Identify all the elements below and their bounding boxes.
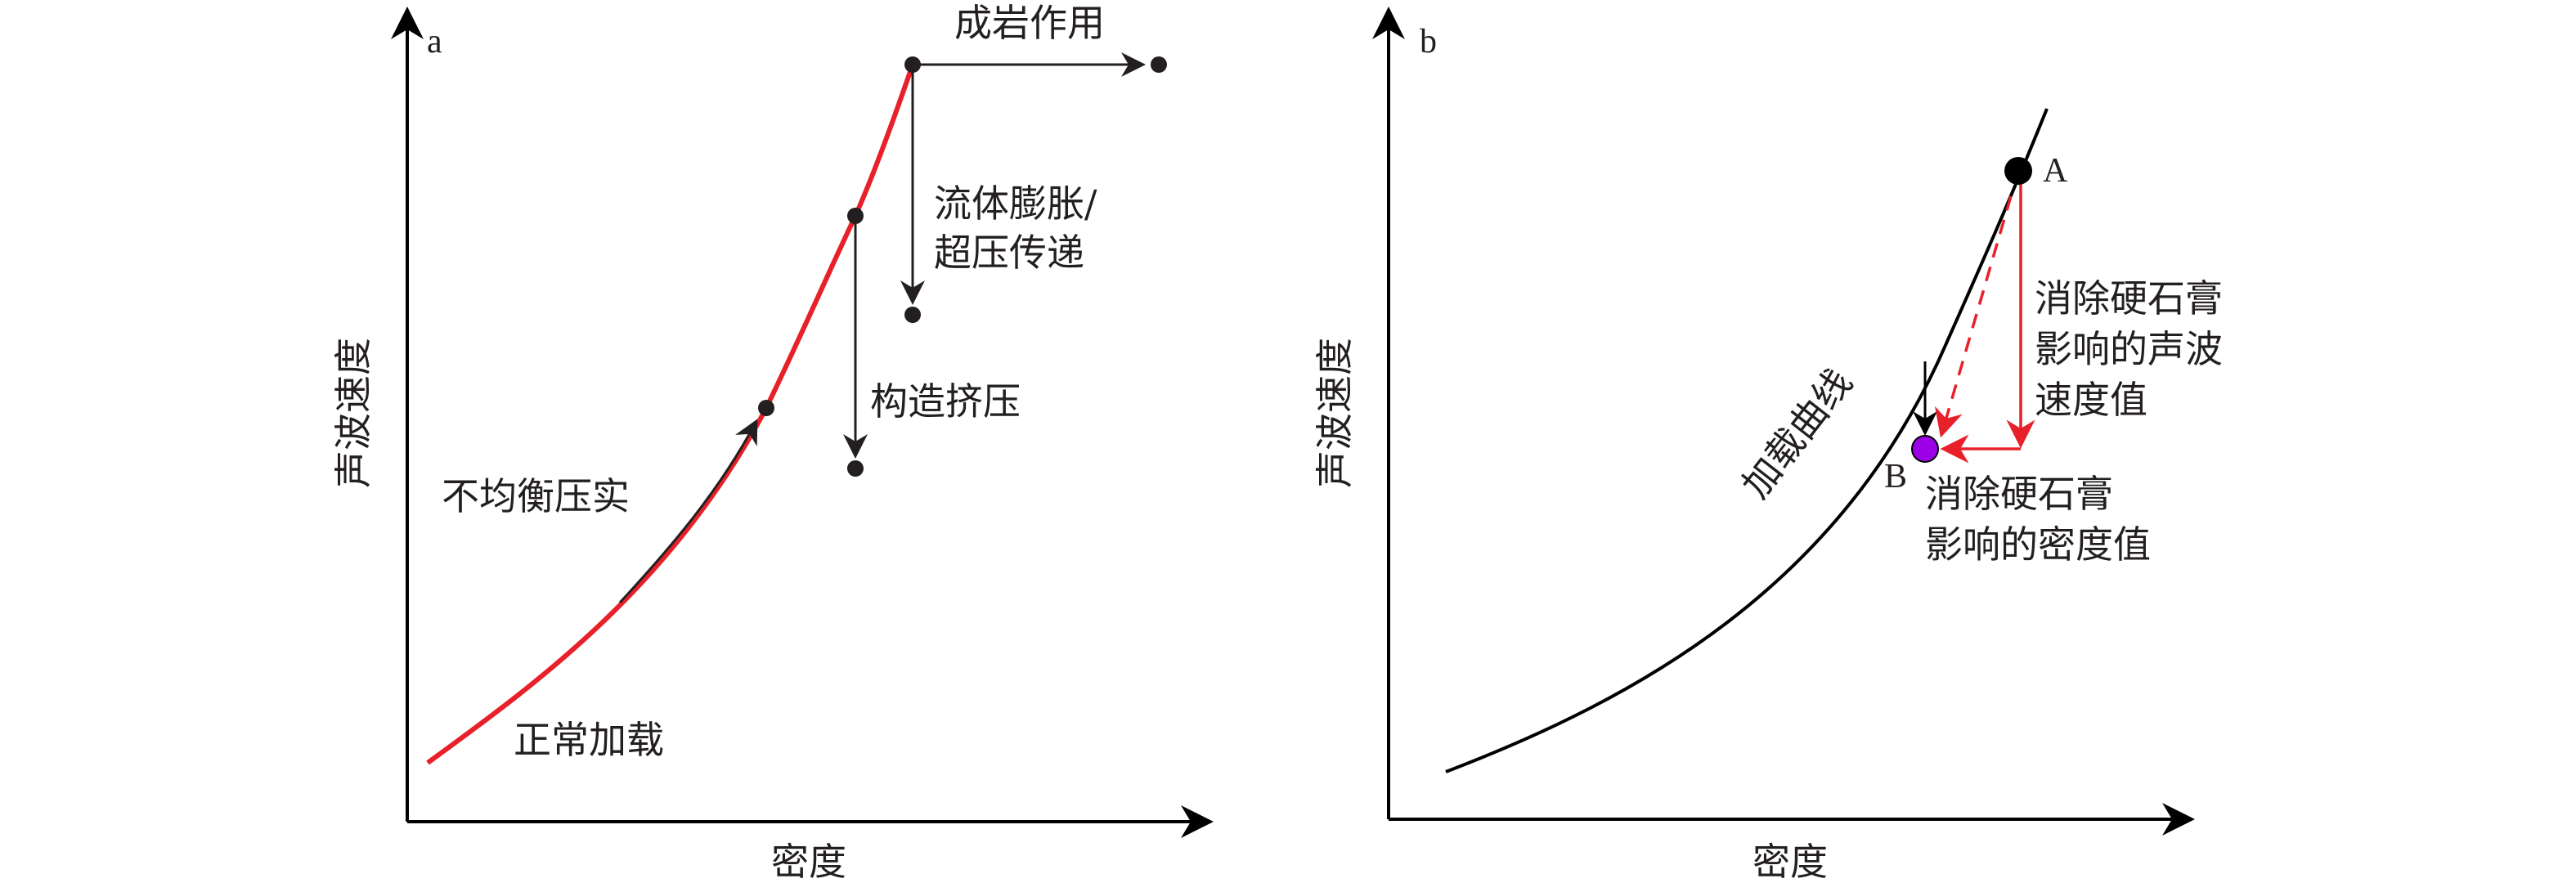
- panel-label: b: [1420, 23, 1437, 61]
- panel-b: b 密度 声波速度 加载曲线 A B 消除硬石膏 影响的声波 速度值 消除硬石膏…: [1313, 7, 2223, 883]
- panel-a: a 密度 声波速度 成岩作用 流体膨胀/ 超压传递 构造挤压 不均衡压实 正常加…: [331, 1, 1214, 883]
- y-axis-label: 声波速度: [331, 338, 375, 488]
- state-point: [904, 307, 921, 323]
- velocity-note-1: 消除硬石膏: [2035, 276, 2223, 320]
- label-normal-loading: 正常加载: [514, 718, 664, 762]
- label-fluid-expansion-2: 超压传递: [934, 231, 1084, 275]
- compaction-arrow: [618, 419, 758, 604]
- density-note-1: 消除硬石膏: [1925, 472, 2113, 516]
- loading-curve: [1445, 108, 2049, 773]
- loading-curve-label: 加载曲线: [1733, 361, 1860, 506]
- label-fluid-expansion-1: 流体膨胀/: [934, 182, 1097, 226]
- point-a-label: A: [2043, 152, 2068, 190]
- point-b-label: B: [1884, 458, 1907, 495]
- label-disequilibrium: 不均衡压实: [442, 474, 630, 518]
- loading-curve: [426, 64, 915, 765]
- panel-label: a: [427, 23, 442, 61]
- state-point: [758, 400, 774, 416]
- x-axis-label: 密度: [771, 840, 846, 883]
- point-b-marker: [1911, 435, 1939, 463]
- density-note-2: 影响的密度值: [1925, 522, 2151, 567]
- state-point: [847, 460, 864, 477]
- label-diagenesis: 成岩作用: [954, 1, 1105, 45]
- combined-correction-arrow: [1935, 195, 2013, 438]
- state-point: [1151, 56, 1167, 73]
- velocity-note-3: 速度值: [2035, 378, 2147, 422]
- state-point: [904, 56, 921, 73]
- x-axis-label: 密度: [1752, 840, 1828, 883]
- label-tectonic: 构造挤压: [870, 379, 1021, 424]
- state-point: [847, 208, 864, 224]
- point-a-marker: [2004, 157, 2032, 185]
- velocity-note-2: 影响的声波: [2035, 327, 2223, 371]
- y-axis-label: 声波速度: [1313, 338, 1357, 488]
